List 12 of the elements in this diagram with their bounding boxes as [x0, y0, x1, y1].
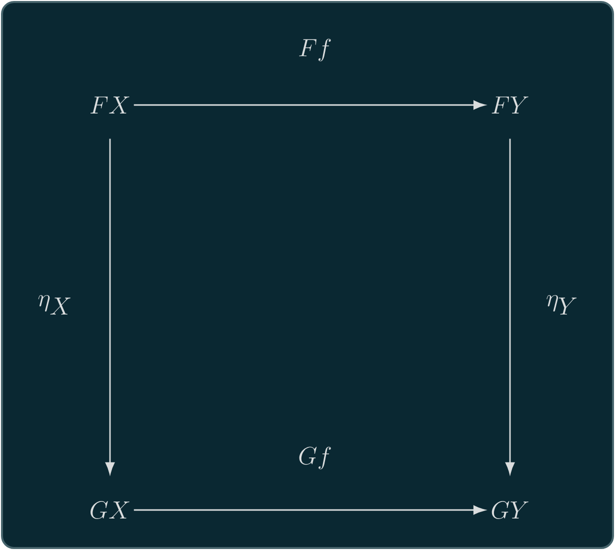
arrow — [506, 138, 515, 474]
math-term: $GX$ — [90, 501, 130, 520]
edge-label: $\eta_Y$ — [546, 295, 577, 315]
edge-label: $Gf$ — [299, 446, 331, 470]
math-term: $GY$ — [492, 501, 528, 520]
arrow — [106, 138, 115, 474]
edge-label: $Ff$ — [299, 38, 331, 62]
arrow — [134, 506, 486, 515]
edge-label: $\eta_X$ — [38, 295, 71, 315]
math-term: $FY$ — [492, 96, 528, 114]
math-term: $FX$ — [90, 96, 130, 114]
arrow — [134, 100, 486, 110]
